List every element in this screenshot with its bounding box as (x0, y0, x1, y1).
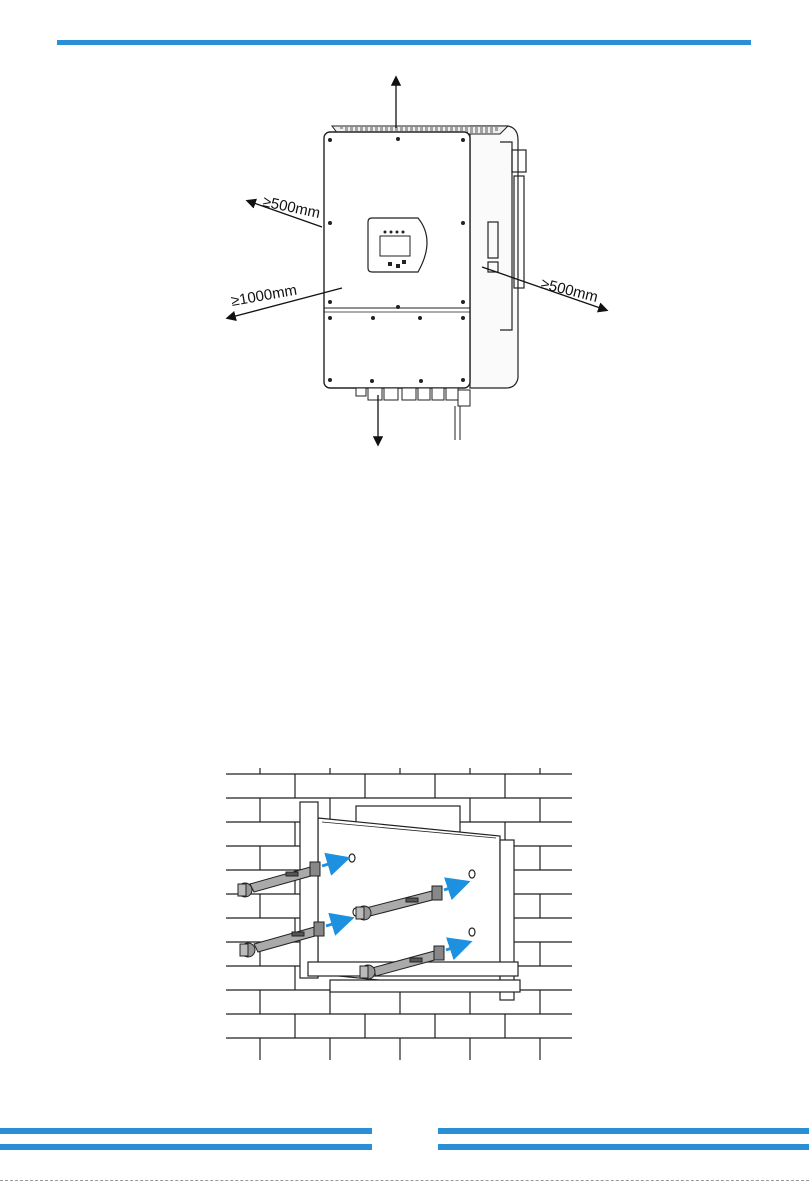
page-cut-line (0, 1180, 809, 1181)
brick-wall (226, 768, 572, 1060)
clearance-left-label: ≥500mm (261, 193, 322, 222)
inverter-clearance-diagram: ≥500mm ≥1000mm ≥500mm (0, 0, 809, 470)
footer-accent-bar-left-top (0, 1128, 372, 1134)
clearance-right-label: ≥500mm (539, 275, 600, 306)
footer-accent-bar-left-bottom (0, 1144, 372, 1150)
inverter-front-body (324, 132, 470, 388)
bottom-connectors (356, 388, 470, 440)
mounting-bracket (300, 802, 520, 1000)
anchor-bolt (356, 886, 442, 920)
inverter-side-panel (470, 126, 526, 388)
anchor-bolt (360, 946, 444, 979)
footer-accent-bar-right-top (438, 1128, 809, 1134)
insertion-arrows (322, 860, 464, 950)
anchor-bolt (238, 862, 320, 897)
anchor-bolt (240, 922, 324, 957)
footer-accent-bar-right-bottom (438, 1144, 809, 1150)
clearance-front-label: ≥1000mm (230, 282, 299, 310)
anchor-bolts (238, 862, 444, 979)
